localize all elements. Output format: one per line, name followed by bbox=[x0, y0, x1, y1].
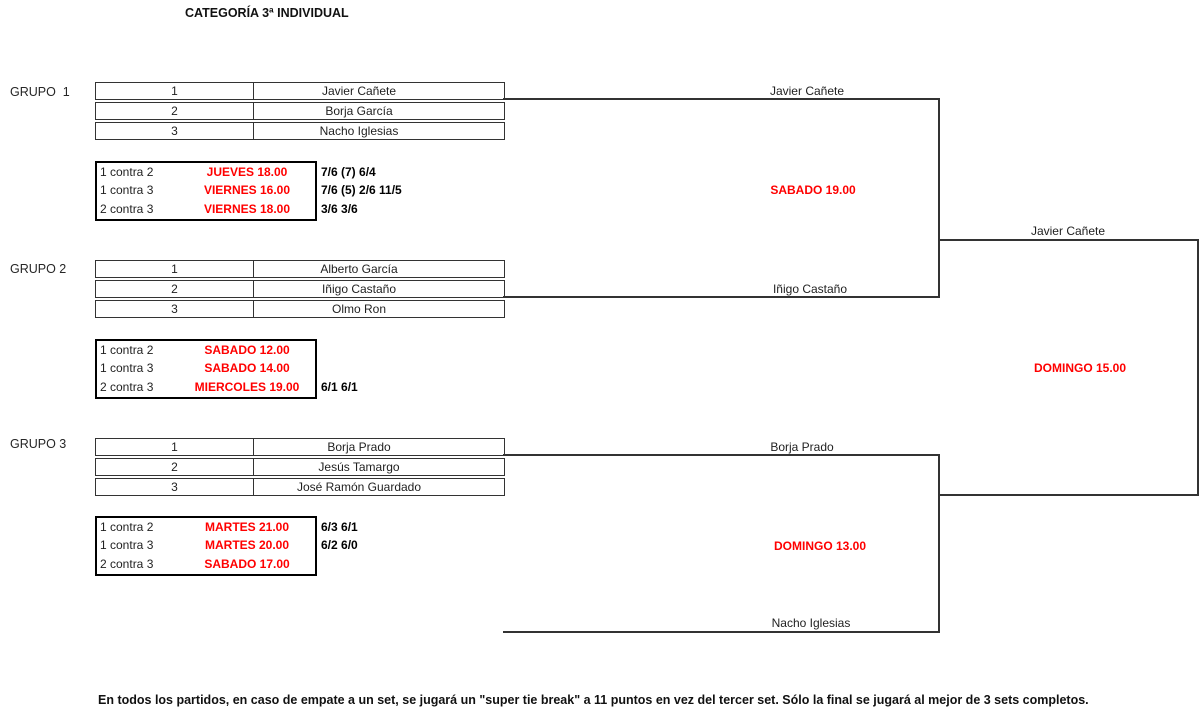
player-name: Javier Cañete bbox=[321, 84, 397, 98]
bracket-line-sf2-top bbox=[503, 454, 940, 456]
match-row: 1 contra 2 MARTES 21.00 bbox=[97, 518, 315, 536]
player-name: Jesús Tamargo bbox=[318, 460, 400, 474]
match-result: 6/2 6/0 bbox=[321, 538, 358, 553]
match-result bbox=[321, 359, 531, 377]
bracket-line-sf1-vertical bbox=[938, 98, 940, 298]
match-result: 6/1 6/1 bbox=[321, 379, 358, 394]
match-time: JUEVES 18.00 bbox=[206, 165, 288, 179]
player-name: Borja García bbox=[325, 104, 393, 118]
player-seed: 1 bbox=[96, 439, 254, 455]
bracket-line-sf1-bottom bbox=[503, 296, 940, 298]
sf1-slot-top-name: Javier Cañete bbox=[769, 84, 845, 98]
group-1-table: 1 Javier Cañete 2 Borja García 3 Nacho I… bbox=[95, 82, 505, 142]
match-row: 1 contra 3 MARTES 20.00 bbox=[97, 536, 315, 554]
player-name: Borja Prado bbox=[327, 440, 391, 454]
group-2-results: 6/1 6/1 bbox=[321, 341, 531, 396]
match-pairing: 1 contra 2 bbox=[100, 343, 154, 357]
sf2-match-time: DOMINGO 13.00 bbox=[773, 539, 867, 553]
match-time: SABADO 14.00 bbox=[204, 361, 290, 376]
table-row: 1 Alberto García bbox=[95, 260, 505, 278]
final-slot-top-name: Javier Cañete bbox=[1030, 224, 1106, 238]
match-time: VIERNES 18.00 bbox=[203, 201, 291, 216]
match-pairing: 1 contra 3 bbox=[100, 538, 154, 553]
player-seed: 2 bbox=[96, 281, 254, 297]
player-seed: 3 bbox=[96, 301, 254, 317]
match-row: 2 contra 3 MIERCOLES 19.00 bbox=[97, 378, 315, 396]
match-row: 2 contra 3 SABADO 17.00 bbox=[97, 555, 315, 573]
match-result bbox=[321, 341, 531, 359]
sf1-match-time: SABADO 19.00 bbox=[770, 183, 856, 197]
table-row: 3 Olmo Ron bbox=[95, 300, 505, 318]
match-time: SABADO 12.00 bbox=[204, 343, 290, 357]
match-pairing: 1 contra 3 bbox=[100, 361, 154, 376]
match-row: 1 contra 2 SABADO 12.00 bbox=[97, 341, 315, 359]
player-name: Alberto García bbox=[320, 262, 398, 276]
match-row: 1 contra 3 VIERNES 16.00 bbox=[97, 181, 315, 199]
player-name: Olmo Ron bbox=[331, 302, 387, 316]
bracket-line-sf2-bottom bbox=[503, 631, 940, 633]
player-seed: 3 bbox=[96, 479, 254, 495]
player-name: José Ramón Guardado bbox=[296, 480, 422, 494]
player-seed: 2 bbox=[96, 103, 254, 119]
match-pairing: 1 contra 2 bbox=[100, 165, 154, 179]
player-seed: 3 bbox=[96, 123, 254, 139]
group-3-label: GRUPO 3 bbox=[10, 437, 67, 451]
match-result: 7/6 (5) 2/6 11/5 bbox=[321, 183, 402, 198]
table-row: 2 Borja García bbox=[95, 102, 505, 120]
match-pairing: 2 contra 3 bbox=[100, 201, 154, 216]
match-pairing: 2 contra 3 bbox=[100, 379, 154, 394]
match-time: MARTES 21.00 bbox=[204, 520, 290, 534]
group-3-table: 1 Borja Prado 2 Jesús Tamargo 3 José Ram… bbox=[95, 438, 505, 498]
player-name: Iñigo Castaño bbox=[321, 282, 397, 296]
match-result: 6/3 6/1 bbox=[321, 520, 358, 534]
player-seed: 1 bbox=[96, 83, 254, 99]
table-row: 1 Javier Cañete bbox=[95, 82, 505, 100]
table-row: 3 Nacho Iglesias bbox=[95, 122, 505, 140]
match-time: SABADO 17.00 bbox=[204, 556, 290, 571]
table-row: 1 Borja Prado bbox=[95, 438, 505, 456]
player-seed: 2 bbox=[96, 459, 254, 475]
match-row: 1 contra 2 JUEVES 18.00 bbox=[97, 163, 315, 181]
bracket-line-sf1-top bbox=[503, 98, 940, 100]
group-3-schedule-box: 1 contra 2 MARTES 21.00 1 contra 3 MARTE… bbox=[95, 516, 317, 576]
match-result: 7/6 (7) 6/4 bbox=[321, 165, 376, 179]
table-row: 3 José Ramón Guardado bbox=[95, 478, 505, 496]
group-1-results: 7/6 (7) 6/4 7/6 (5) 2/6 11/5 3/6 3/6 bbox=[321, 163, 531, 218]
bracket-line-final-vertical bbox=[1197, 239, 1199, 496]
match-row: 1 contra 3 SABADO 14.00 bbox=[97, 359, 315, 377]
sf2-slot-bottom-name: Nacho Iglesias bbox=[771, 616, 851, 630]
bracket-line-final-bottom bbox=[938, 494, 1199, 496]
group-1-label: GRUPO 1 bbox=[10, 85, 70, 99]
footnote: En todos los partidos, en caso de empate… bbox=[98, 693, 1089, 707]
match-time: MARTES 20.00 bbox=[204, 538, 290, 553]
group-2-table: 1 Alberto García 2 Iñigo Castaño 3 Olmo … bbox=[95, 260, 505, 320]
sf2-slot-top-name: Borja Prado bbox=[770, 440, 834, 454]
page-title: CATEGORÍA 3ª INDIVIDUAL bbox=[185, 6, 349, 20]
table-row: 2 Jesús Tamargo bbox=[95, 458, 505, 476]
match-row: 2 contra 3 VIERNES 18.00 bbox=[97, 200, 315, 218]
sf1-slot-bottom-name: Iñigo Castaño bbox=[772, 282, 848, 296]
table-row: 2 Iñigo Castaño bbox=[95, 280, 505, 298]
player-seed: 1 bbox=[96, 261, 254, 277]
bracket-line-final-top bbox=[938, 239, 1199, 241]
group-2-label: GRUPO 2 bbox=[10, 262, 67, 276]
match-pairing: 1 contra 3 bbox=[100, 183, 154, 198]
group-3-results: 6/3 6/1 6/2 6/0 bbox=[321, 518, 531, 573]
match-pairing: 2 contra 3 bbox=[100, 556, 154, 571]
player-name: Nacho Iglesias bbox=[319, 124, 399, 138]
match-result bbox=[321, 555, 531, 573]
match-time: VIERNES 16.00 bbox=[203, 183, 291, 198]
match-pairing: 1 contra 2 bbox=[100, 520, 154, 534]
match-time: MIERCOLES 19.00 bbox=[194, 379, 300, 394]
bracket-line-sf2-vertical bbox=[938, 454, 940, 633]
group-2-schedule-box: 1 contra 2 SABADO 12.00 1 contra 3 SABAD… bbox=[95, 339, 317, 399]
match-result: 3/6 3/6 bbox=[321, 201, 358, 216]
final-match-time: DOMINGO 15.00 bbox=[1033, 361, 1127, 375]
group-1-schedule-box: 1 contra 2 JUEVES 18.00 1 contra 3 VIERN… bbox=[95, 161, 317, 221]
